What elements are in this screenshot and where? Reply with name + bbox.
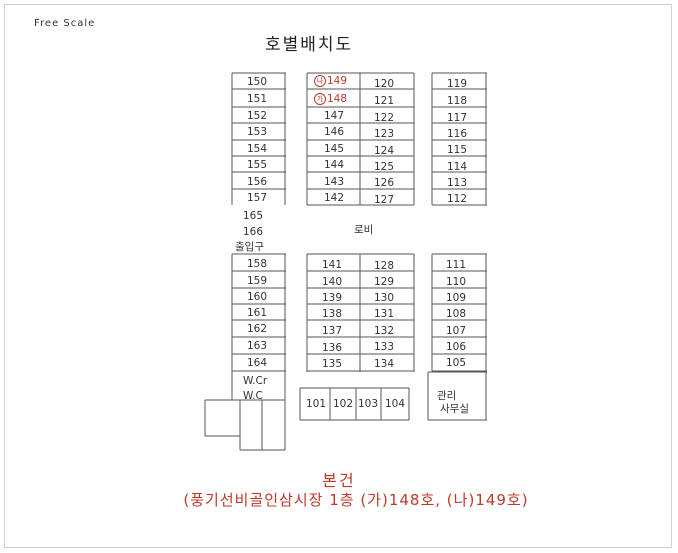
unit-137: 137 [322, 325, 343, 337]
unit-120: 120 [374, 78, 395, 90]
unit-138: 138 [322, 308, 343, 320]
scale-note: Free Scale [34, 18, 96, 29]
unit-115: 115 [447, 144, 468, 156]
mark-na-icon: 나 [314, 75, 326, 87]
unit-142: 142 [324, 192, 345, 204]
unit-159: 159 [247, 275, 268, 287]
unit-114: 114 [447, 161, 468, 173]
unit-156: 156 [247, 176, 268, 188]
unit-111: 111 [446, 259, 467, 271]
unit-130: 130 [374, 292, 395, 304]
unit-107: 107 [446, 325, 467, 337]
office-label-line2: 사무실 [440, 403, 469, 415]
unit-166: 166 [243, 226, 264, 238]
unit-112: 112 [447, 193, 468, 205]
unit-121: 121 [374, 95, 395, 107]
unit-149: 149 [327, 75, 348, 87]
unit-141: 141 [322, 259, 343, 271]
unit-164: 164 [247, 357, 268, 369]
unit-103: 103 [358, 398, 379, 410]
unit-119: 119 [447, 78, 468, 90]
diagram-title: 호별배치도 [265, 35, 354, 55]
unit-155: 155 [247, 159, 268, 171]
unit-140: 140 [322, 276, 343, 288]
unit-124: 124 [374, 145, 395, 157]
lobby-label: 로비 [354, 224, 374, 236]
unit-131: 131 [374, 308, 395, 320]
wc-label: W.C [243, 390, 263, 402]
subject-heading: 본건 [322, 471, 356, 490]
unit-123: 123 [374, 128, 395, 140]
unit-129: 129 [374, 276, 395, 288]
unit-146: 146 [324, 126, 345, 138]
unit-148: 148 [327, 93, 348, 105]
unit-162: 162 [247, 323, 268, 335]
unit-160: 160 [247, 291, 268, 303]
unit-116: 116 [447, 128, 468, 140]
unit-165: 165 [243, 210, 264, 222]
unit-126: 126 [374, 177, 395, 189]
unit-147: 147 [324, 110, 345, 122]
unit-105: 105 [446, 357, 467, 369]
unit-163: 163 [247, 340, 268, 352]
unit-136: 136 [322, 342, 343, 354]
subject-description: (풍기선비골인삼시장 1층 (가)148호, (나)149호) [183, 491, 529, 509]
unit-128: 128 [374, 260, 395, 272]
wc-cr-label: W.Cr [243, 375, 268, 387]
unit-161: 161 [247, 307, 268, 319]
unit-113: 113 [447, 177, 468, 189]
unit-108: 108 [446, 308, 467, 320]
unit-134: 134 [374, 358, 395, 370]
office-label-line1: 관리 [437, 390, 457, 402]
unit-122: 122 [374, 112, 395, 124]
unit-127: 127 [374, 194, 395, 206]
unit-139: 139 [322, 292, 343, 304]
unit-133: 133 [374, 341, 395, 353]
unit-109: 109 [446, 292, 467, 304]
unit-158: 158 [247, 258, 268, 270]
unit-154: 154 [247, 143, 268, 155]
unit-106: 106 [446, 341, 467, 353]
unit-102: 102 [333, 398, 354, 410]
entrance-label: 출입구 [235, 241, 264, 253]
unit-135: 135 [322, 358, 343, 370]
mark-ga-icon: 가 [314, 93, 326, 105]
unit-132: 132 [374, 325, 395, 337]
unit-150: 150 [247, 76, 268, 88]
unit-144: 144 [324, 159, 345, 171]
unit-125: 125 [374, 161, 395, 173]
diagram-frame [4, 4, 672, 548]
unit-145: 145 [324, 143, 345, 155]
unit-117: 117 [447, 112, 468, 124]
unit-110: 110 [446, 276, 467, 288]
unit-153: 153 [247, 126, 268, 138]
unit-151: 151 [247, 93, 268, 105]
unit-152: 152 [247, 110, 268, 122]
unit-104: 104 [385, 398, 406, 410]
unit-118: 118 [447, 95, 468, 107]
unit-157: 157 [247, 192, 268, 204]
unit-143: 143 [324, 176, 345, 188]
unit-101: 101 [306, 398, 327, 410]
